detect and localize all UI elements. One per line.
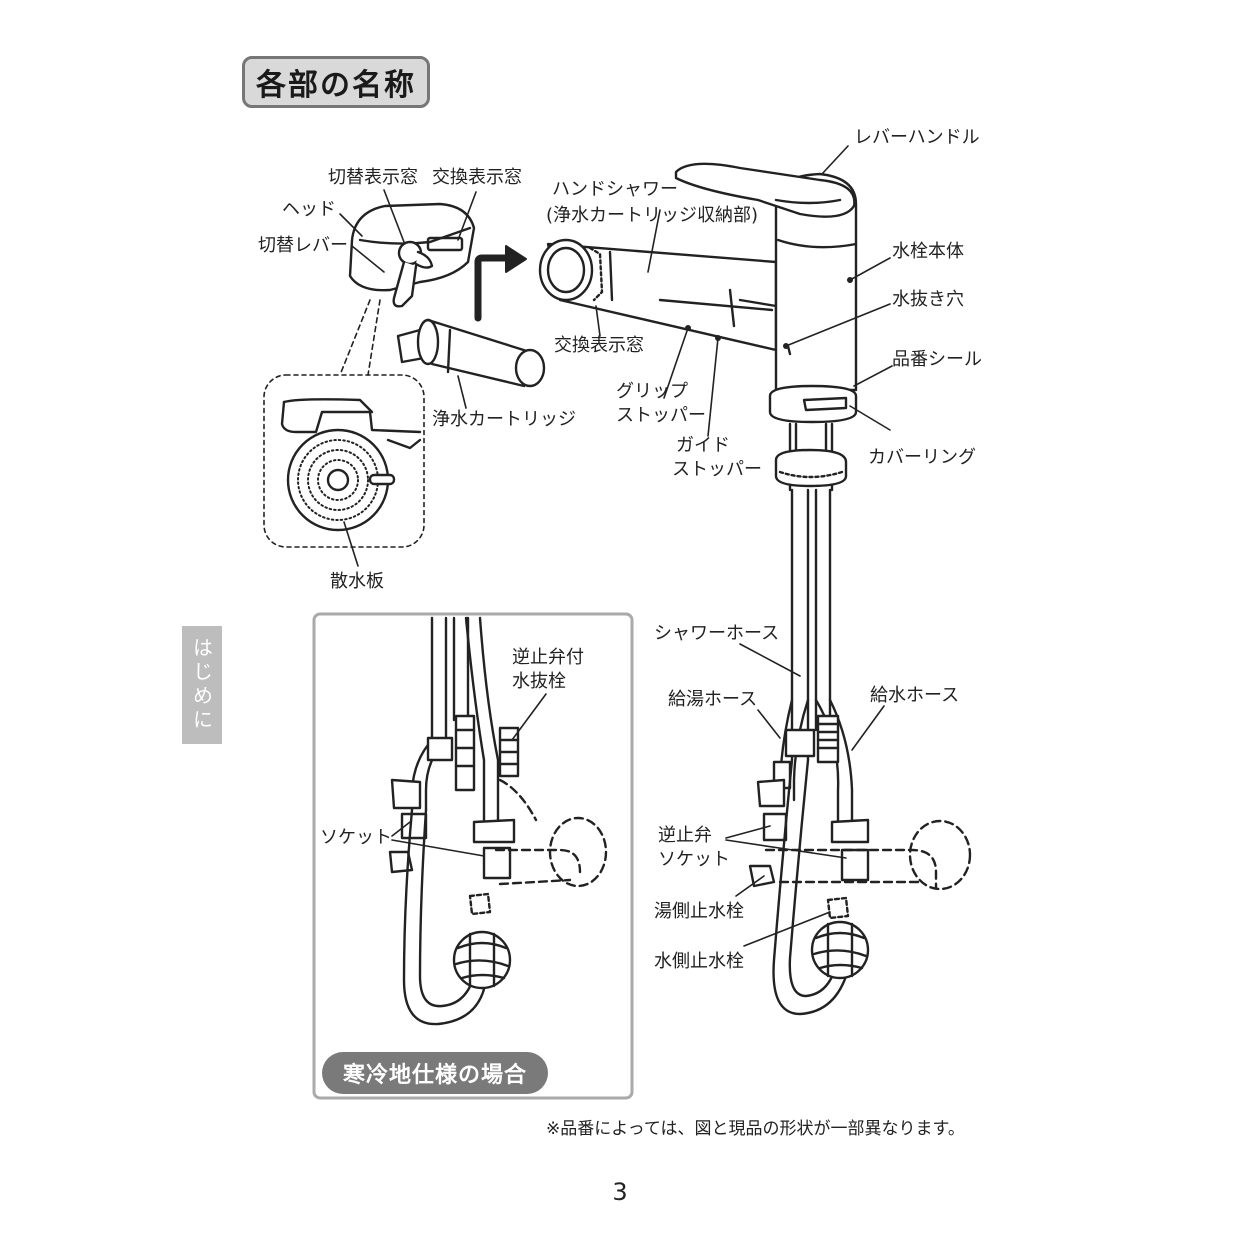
label-part-seal: 品番シール <box>892 349 982 370</box>
label-check-valve-socket-1: 逆止弁 <box>658 825 712 846</box>
under-sink-hoses <box>748 422 972 1016</box>
label-cartridge: 浄水カートリッジ <box>432 409 576 430</box>
label-hot-hose: 給湯ホース <box>668 689 758 710</box>
footnote: ※品番によっては、図と現品の形状が一部異なります。 <box>546 1119 965 1139</box>
label-check-valve-socket-2: ソケット <box>658 849 730 870</box>
label-shower-hose: シャワーホース <box>654 623 780 644</box>
label-exchange-window-shower: 交換表示窓 <box>554 335 644 356</box>
label-hot-stop-valve: 湯側止水栓 <box>654 901 744 922</box>
cold-region-box <box>312 612 634 1100</box>
leader-lines <box>339 145 893 947</box>
label-faucet-body: 水栓本体 <box>892 241 964 262</box>
shower-head-illustration <box>348 202 476 308</box>
label-grip-stopper-2: ストッパー <box>616 405 706 426</box>
label-guide-stopper-2: ストッパー <box>672 459 762 480</box>
label-cold-stop-valve: 水側止水栓 <box>654 951 744 972</box>
section-side-tab: はじめに <box>182 626 222 744</box>
label-switch-window: 切替表示窓 <box>328 167 418 188</box>
label-cover-ring: カバーリング <box>868 447 976 468</box>
label-cold-hose: 給水ホース <box>870 685 960 706</box>
label-hand-shower: ハンドシャワー <box>552 179 678 200</box>
cold-region-badge: 寒冷地仕様の場合 <box>322 1052 548 1094</box>
label-check-drain-plug-1: 逆止弁付 <box>512 647 584 668</box>
label-hand-shower-note: (浄水カートリッジ収納部) <box>546 205 759 226</box>
page-title: 各部の名称 <box>242 56 430 108</box>
label-guide-stopper-1: ガイド <box>676 435 730 456</box>
cartridge-illustration <box>396 318 546 388</box>
label-grip-stopper-1: グリップ <box>616 381 688 402</box>
label-drain-hole: 水抜き穴 <box>892 289 964 310</box>
label-head: ヘッド <box>282 199 336 220</box>
label-lever-handle: レバーハンドル <box>854 127 980 148</box>
label-spray-plate: 散水板 <box>330 571 384 592</box>
spray-plate-detail <box>263 374 425 548</box>
faucet-body-illustration <box>674 162 858 424</box>
page-number: 3 <box>612 1178 628 1206</box>
label-switch-lever: 切替レバー <box>258 235 348 256</box>
label-socket: ソケット <box>320 827 392 848</box>
label-exchange-window-head: 交換表示窓 <box>432 167 522 188</box>
label-check-drain-plug-2: 水抜栓 <box>512 671 566 692</box>
insert-arrow <box>474 254 516 322</box>
